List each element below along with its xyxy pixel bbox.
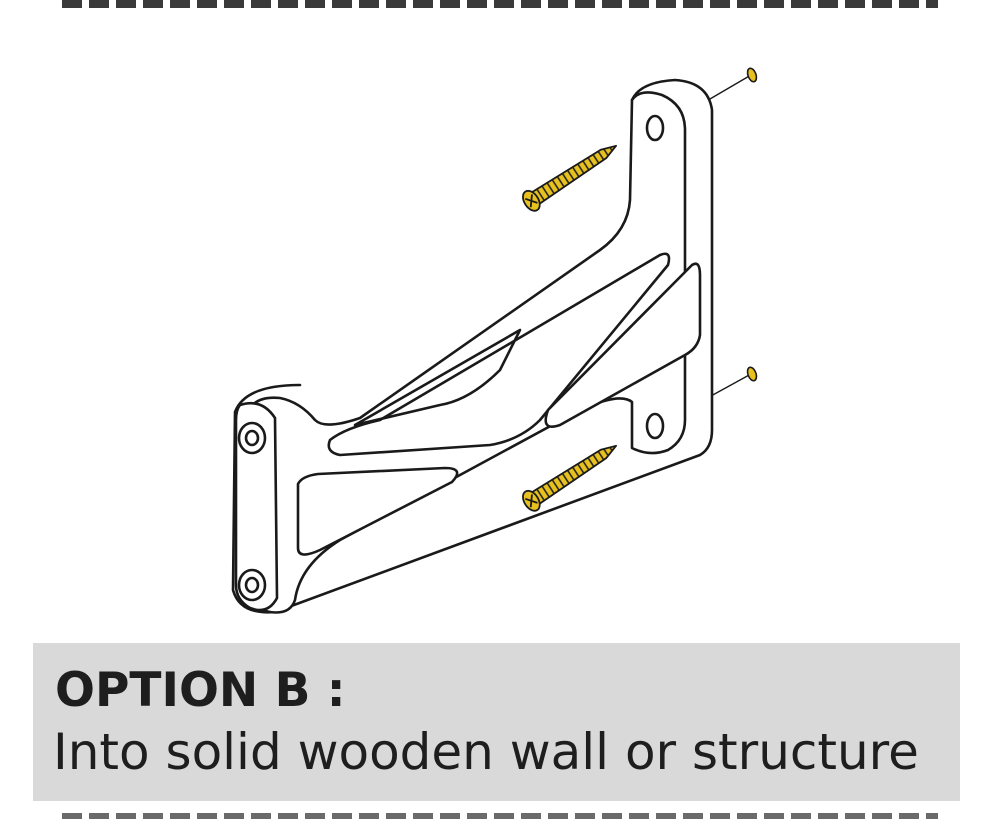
option-caption-box: OPTION B : Into solid wooden wall or str…: [33, 643, 960, 801]
wall-bracket-icon: [231, 78, 714, 614]
option-description: Into solid wooden wall or structure: [53, 723, 919, 781]
option-title: OPTION B :: [55, 663, 346, 718]
pilot-hole-marker-icon: [746, 67, 758, 382]
bracket-mounting-illustration: [231, 67, 758, 614]
top-dashed-divider: [62, 0, 938, 8]
bottom-dashed-divider: [62, 813, 938, 819]
wood-screw-icon: [522, 144, 617, 512]
